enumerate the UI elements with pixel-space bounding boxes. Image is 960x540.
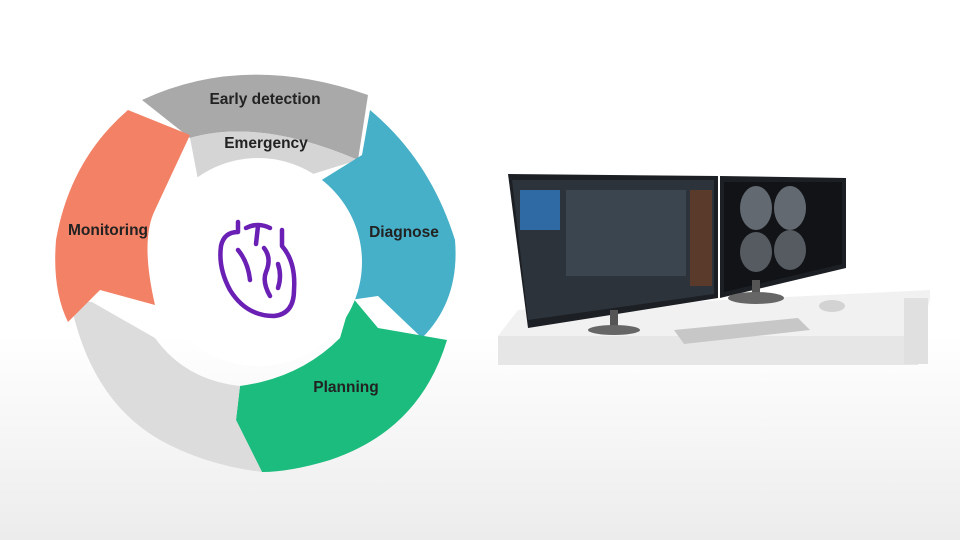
monitor-base xyxy=(728,292,784,304)
center-disc xyxy=(154,158,362,366)
desk-leg xyxy=(904,298,928,364)
monitor-stand xyxy=(752,280,760,298)
mouse xyxy=(819,300,845,312)
keyboard xyxy=(674,318,810,344)
label-early-detection: Early detection xyxy=(209,91,320,108)
segment-diagnose xyxy=(312,110,456,338)
label-planning: Planning xyxy=(313,379,378,396)
screen-panel xyxy=(520,190,560,230)
screen-panel xyxy=(690,190,712,286)
echo-image xyxy=(774,230,806,270)
screen-panel xyxy=(566,190,686,276)
monitor-stand xyxy=(610,310,618,328)
workstation-illustration xyxy=(498,160,934,370)
label-emergency: Emergency xyxy=(224,135,308,152)
segment-unlabeled xyxy=(70,300,262,472)
monitor-base xyxy=(588,325,640,335)
echo-image xyxy=(774,186,806,230)
echo-image xyxy=(740,186,772,230)
heart-icon xyxy=(218,219,297,319)
segment-early-detection xyxy=(142,74,368,160)
segment-planning xyxy=(236,297,447,472)
desk-front xyxy=(498,336,918,365)
label-diagnose: Diagnose xyxy=(369,224,439,241)
echo-image xyxy=(740,232,772,272)
segment-monitoring xyxy=(55,110,191,322)
label-monitoring: Monitoring xyxy=(68,222,148,239)
desk-top xyxy=(498,290,930,336)
